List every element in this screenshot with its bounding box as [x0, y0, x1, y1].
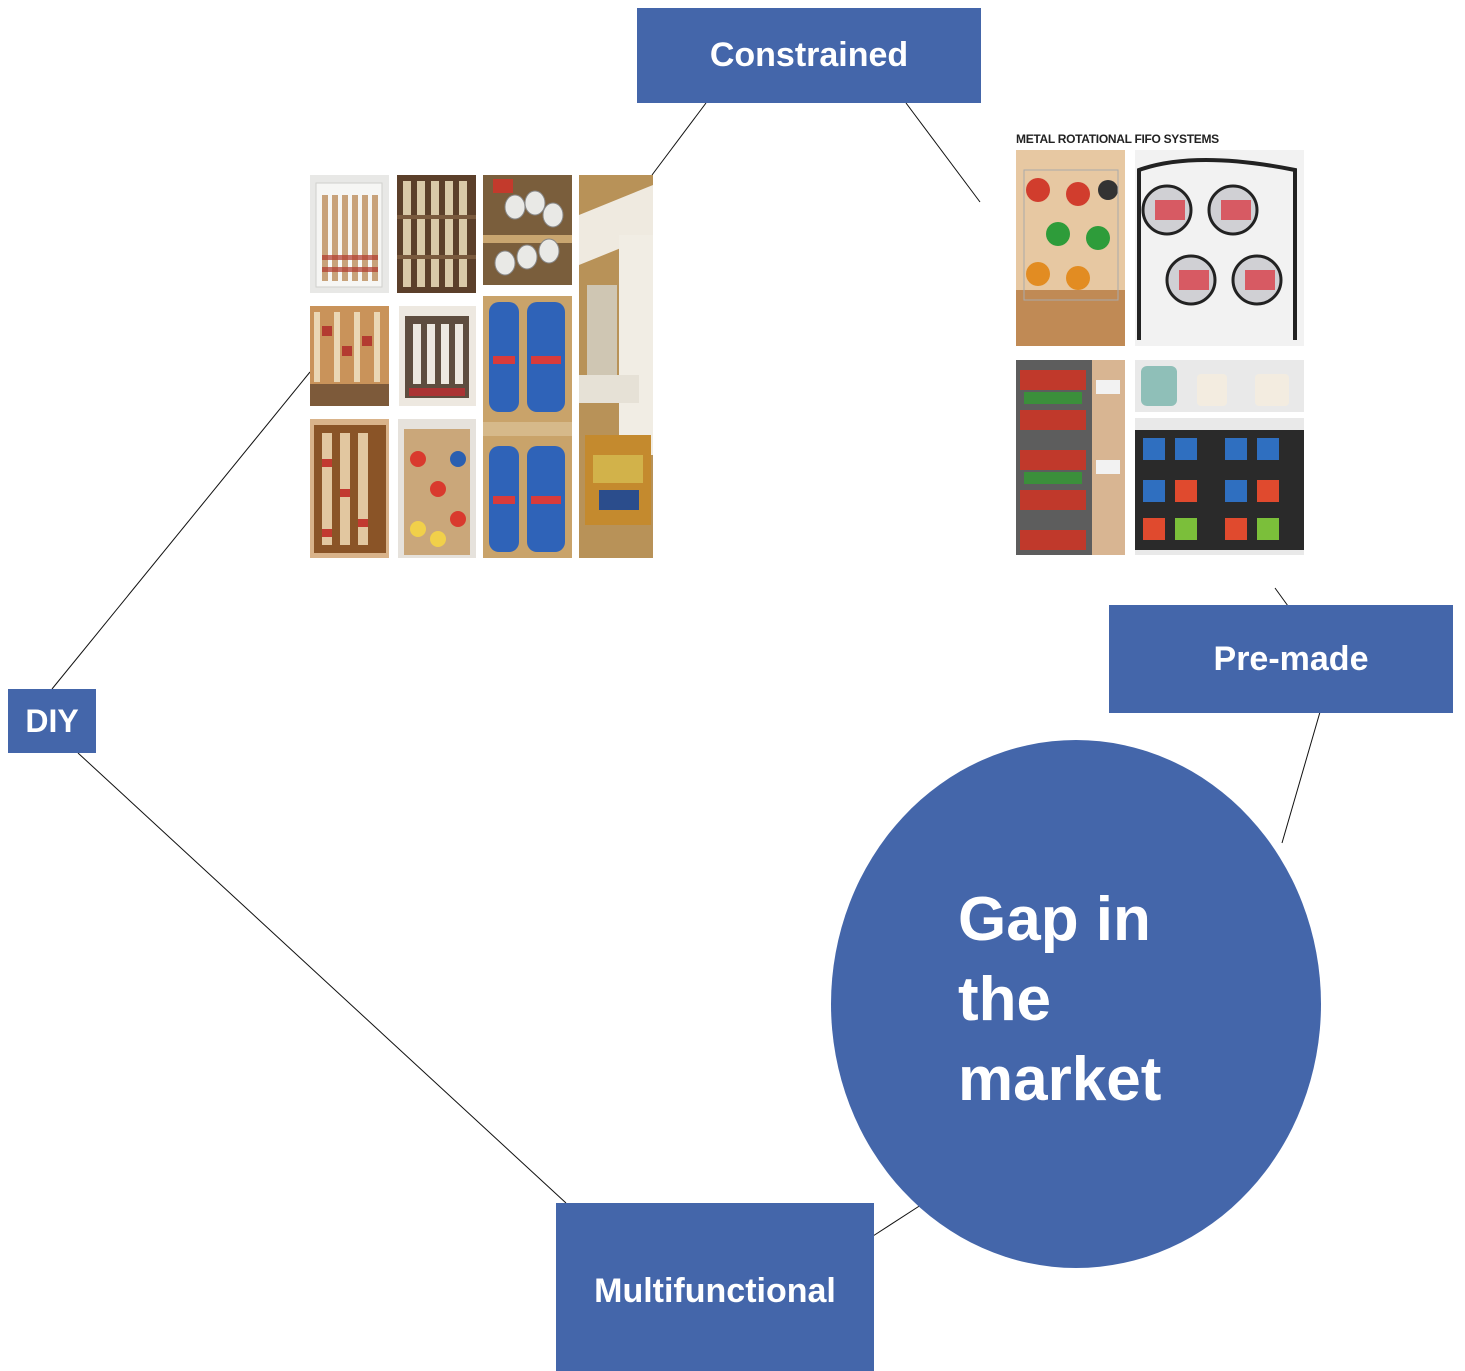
premade-caption: METAL ROTATIONAL FIFO SYSTEMS: [1016, 132, 1219, 146]
diy-photo-closeup-shelf: [579, 175, 653, 558]
diy-photo-wood-cabinet: [397, 175, 476, 293]
center-line-3: market: [958, 1045, 1162, 1114]
premade-photo-metal-rack: [1135, 150, 1304, 346]
premade-label: Pre-made: [1213, 639, 1369, 678]
multifunctional-node: Multifunctional: [556, 1203, 874, 1371]
premade-photo-stacked-racks: [1135, 360, 1304, 555]
gap-in-market-circle: [831, 740, 1321, 1268]
diy-photo-cans-shelf: [483, 175, 572, 285]
diy-photo-white-rack: [310, 175, 389, 293]
connector-diy-multifunctional: [77, 752, 567, 1204]
center-line-1: Gap in: [958, 885, 1151, 954]
connector-constrained-diy-photos: [651, 102, 707, 176]
diy-label: DIY: [25, 702, 79, 739]
diy-photo-tuna-cans: [483, 296, 572, 558]
connector-premade-photos-premade: [1274, 587, 1289, 607]
diy-photo-wall-rack: [310, 419, 389, 558]
diy-photo-cardboard-dispenser: [398, 419, 476, 558]
constrained-label: Constrained: [709, 36, 909, 74]
connector-constrained-premade-photos: [905, 102, 981, 203]
premade-node: Pre-made: [1109, 605, 1453, 713]
premade-photo-cabinet-shelves: [1016, 360, 1125, 555]
diy-node: DIY: [8, 689, 96, 753]
connector-premade-gap: [1281, 711, 1321, 844]
center-line-2: the: [958, 965, 1051, 1034]
diy-photo-pantry-rack: [310, 306, 389, 406]
connector-multifunctional-gap: [872, 1202, 925, 1237]
constrained-node: Constrained: [637, 8, 981, 103]
gap-in-market-text: Gap in the market: [958, 880, 1218, 1120]
multifunctional-label: Multifunctional: [594, 1271, 836, 1310]
connector-diy-photos-diy: [51, 371, 311, 690]
diy-photo-dispenser-box: [399, 306, 476, 406]
premade-photo-wire-rack: [1016, 150, 1125, 346]
